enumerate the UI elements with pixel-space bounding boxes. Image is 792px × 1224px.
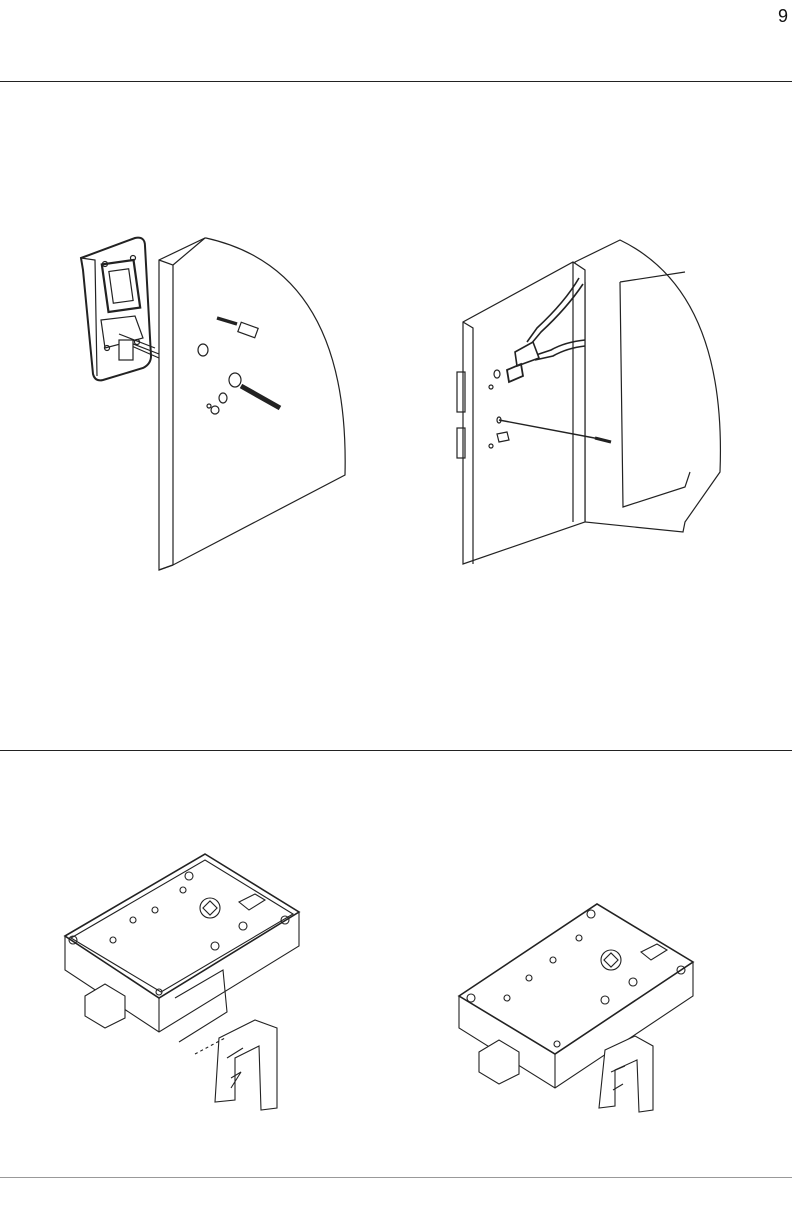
- section-divider-bottom: [0, 1177, 792, 1178]
- section-divider-middle: [0, 750, 792, 751]
- section-divider-top: [0, 81, 792, 82]
- door-panel: [159, 238, 345, 570]
- cabinet-frame: [575, 240, 720, 532]
- keypad-housing: [81, 238, 159, 381]
- open-door: [463, 262, 585, 564]
- lock-body: [65, 854, 299, 1042]
- bracket-part: [195, 1020, 277, 1110]
- keypad-mounting-illustration: [75, 230, 365, 575]
- lock-body-assembled: [459, 904, 693, 1112]
- wire-threading-illustration: [455, 232, 735, 572]
- page-number: 9: [778, 6, 788, 27]
- lock-body-with-bracket-separated: [55, 848, 315, 1118]
- lock-body-with-bracket-attached: [455, 900, 705, 1120]
